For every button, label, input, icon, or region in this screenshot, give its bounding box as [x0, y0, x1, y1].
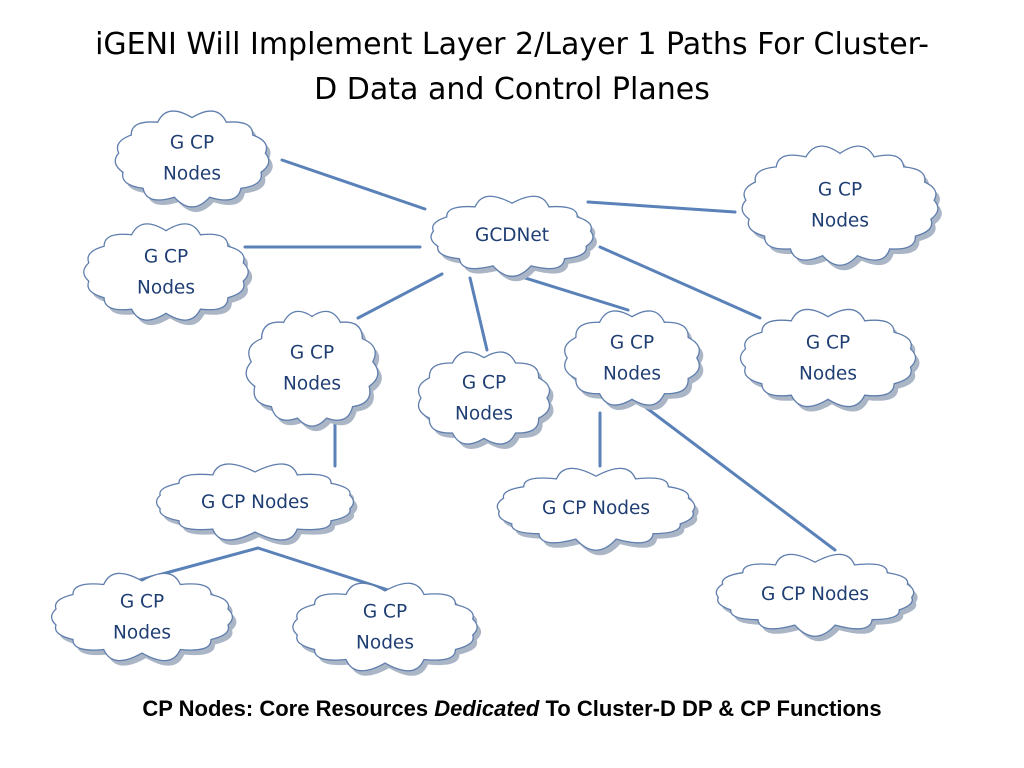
footer-suffix: To Cluster-D DP & CP Functions [539, 696, 882, 721]
cloud-label: Nodes [163, 164, 221, 185]
clouds-layer: GCDNet G CP Nodes G CP Nodes G CP Nodes G CP Nod… [50, 110, 942, 676]
cloud-n5: G CP Nodes [245, 310, 382, 432]
cloud-n10: G CP Nodes [715, 553, 918, 642]
cloud-label: G CP [610, 333, 654, 354]
cloud-n11: G CP Nodes [50, 572, 237, 666]
cloud-shape [564, 310, 700, 406]
slide-title: iGENI Will Implement Layer 2/Layer 1 Pat… [30, 22, 994, 112]
footer-emphasis: Dedicated [434, 696, 540, 721]
cloud-label: G CP [290, 343, 334, 364]
cloud-n3: G CP Nodes [741, 145, 942, 271]
cloud-label: Nodes [137, 278, 195, 299]
cloud-label: G CP [462, 373, 506, 394]
cloud-n8: G CP Nodes [155, 463, 358, 546]
cloud-n7: G CP Nodes [564, 310, 704, 411]
cloud-label: G CP [144, 247, 188, 268]
connector-n1-hub [280, 158, 427, 211]
footer-prefix: CP Nodes: Core Resources [142, 696, 435, 721]
cloud-shape [114, 110, 270, 208]
cloud-n12: G CP Nodes [292, 582, 482, 676]
cloud-label: Nodes [603, 364, 661, 385]
cloud-label: GCDNet [475, 225, 549, 246]
connector-n5-hub [356, 272, 444, 320]
cloud-label: Nodes [799, 364, 857, 385]
slide-title-line-1: iGENI Will Implement Layer 2/Layer 1 Pat… [95, 27, 929, 62]
slide-title-line-2: D Data and Control Planes [314, 72, 710, 107]
cloud-n1: G CP Nodes [114, 110, 273, 212]
connector-n4-hub [598, 245, 762, 320]
connector-n7-n10 [634, 398, 837, 552]
cloud-n4: G CP Nodes [739, 308, 920, 412]
cloud-shape [155, 463, 355, 541]
cloud-label: G CP [120, 592, 164, 613]
cloud-shape [292, 582, 478, 672]
cloud-label: Nodes [113, 623, 171, 644]
cloud-label: Nodes [455, 404, 513, 425]
cloud-shape [715, 553, 915, 637]
cloud-shape [245, 310, 379, 427]
cloud-shape [50, 572, 234, 662]
slide-footer: CP Nodes: Core Resources Dedicated To Cl… [0, 696, 1024, 722]
cloud-label: G CP [806, 333, 850, 354]
cloud-shape [430, 195, 594, 277]
cloud-n2: G CP Nodes [83, 223, 253, 326]
cloud-label: G CP [170, 133, 214, 154]
cloud-shape [739, 308, 917, 408]
cloud-shape [496, 467, 696, 551]
cloud-label: Nodes [811, 211, 869, 232]
connector-n3-hub [586, 200, 737, 214]
cloud-label: Nodes [356, 633, 414, 654]
cloud-label: G CP [818, 180, 862, 201]
cloud-label: G CP Nodes [201, 492, 309, 513]
cloud-label: Nodes [283, 374, 341, 395]
connector-n6-hub [468, 276, 489, 352]
cloud-label: G CP Nodes [761, 584, 869, 605]
cloud-label: G CP Nodes [542, 498, 650, 519]
cloud-gcdnet: GCDNet [430, 195, 597, 282]
cloud-shape [83, 223, 249, 321]
cloud-shape [741, 145, 939, 266]
connector-n7-hub [504, 270, 630, 312]
cloud-n9: G CP Nodes [496, 467, 699, 556]
connectors-layer [138, 158, 837, 592]
cloud-n6: G CP Nodes [417, 351, 554, 450]
cloud-shape [417, 351, 551, 445]
cloud-label: G CP [363, 602, 407, 623]
